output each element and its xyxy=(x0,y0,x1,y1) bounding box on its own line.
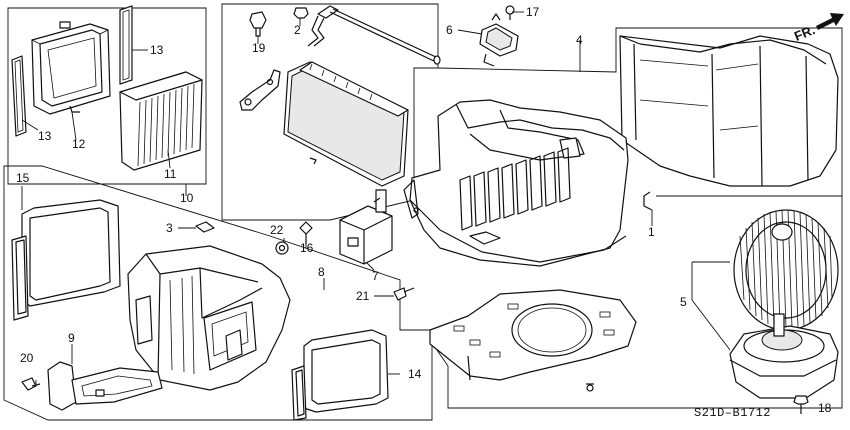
callout-9: 9 xyxy=(68,331,75,345)
resistor-6 xyxy=(479,13,519,67)
motor-actuator-7 xyxy=(339,189,393,265)
filter-group-box xyxy=(7,7,207,185)
callout-19: 19 xyxy=(252,41,266,55)
callout-8: 8 xyxy=(318,265,325,279)
filter-element-11 xyxy=(119,71,203,171)
foam-seal-13 xyxy=(11,5,133,137)
callout-4: 4 xyxy=(576,33,583,47)
callout-11: 11 xyxy=(164,167,177,181)
callout-22: 22 xyxy=(270,223,284,237)
screw-17 xyxy=(505,5,515,20)
evaporator-pipe xyxy=(307,5,441,65)
callout-20: 20 xyxy=(20,351,34,365)
callout-21: 21 xyxy=(356,289,370,303)
heater-unit xyxy=(127,245,291,391)
nut-22 xyxy=(275,241,289,255)
screw-18 xyxy=(793,395,809,414)
callout-12: 12 xyxy=(72,137,86,151)
blower-case xyxy=(403,99,629,267)
evaporator-group-box xyxy=(221,3,439,221)
callout-18: 18 xyxy=(818,401,832,415)
heater-cover-9 xyxy=(47,361,163,411)
callout-17: 17 xyxy=(526,5,540,19)
clip-19 xyxy=(249,11,267,37)
callout-5: 5 xyxy=(680,295,687,309)
diagram-part-code: S21D–B1712 xyxy=(694,406,772,420)
callout-15: 15 xyxy=(16,171,30,185)
callout-6: 6 xyxy=(446,23,453,37)
callout-3: 3 xyxy=(166,221,173,235)
clip-3 xyxy=(195,221,215,233)
blower-fan xyxy=(733,209,839,331)
callout-10: 10 xyxy=(180,191,194,205)
callout-13-upper: 13 xyxy=(150,43,164,57)
front-arrow-icon xyxy=(816,13,844,30)
blower-housing-4 xyxy=(619,35,839,187)
seal-frame-15 xyxy=(11,199,121,321)
seal-frame-14 xyxy=(291,329,389,421)
callout-1: 1 xyxy=(648,225,655,239)
evaporator-bracket xyxy=(239,69,281,111)
screw-16 xyxy=(299,221,313,244)
evaporator-core xyxy=(283,61,409,187)
screw-21 xyxy=(393,287,415,301)
filter-frame-12 xyxy=(31,21,111,115)
leader-lines xyxy=(21,11,816,409)
screw-20 xyxy=(21,377,41,391)
clip-1 xyxy=(643,191,653,211)
callout-14: 14 xyxy=(408,367,422,381)
callout-13-lower: 13 xyxy=(38,129,52,143)
blower-motor xyxy=(729,313,839,399)
blower-motor-bracket xyxy=(429,195,843,409)
callout-16: 16 xyxy=(300,241,314,255)
mounting-plate xyxy=(429,289,637,392)
callout-7: 7 xyxy=(372,269,379,283)
heater-group-box xyxy=(3,165,433,421)
callout-2: 2 xyxy=(294,23,301,37)
screw-2 xyxy=(293,7,309,19)
